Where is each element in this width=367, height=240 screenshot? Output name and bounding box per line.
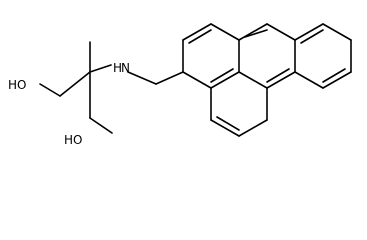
double-bond-inner [300,29,324,44]
ring-bond [294,23,324,41]
double-bond-inner [210,68,234,83]
ring-bond [238,23,268,41]
bond-ch2-pyrene [155,71,184,85]
ring-bond [322,71,352,89]
ring-bond [238,119,268,137]
bond-n-ch2 [127,71,157,85]
amine-h-label: H [113,61,122,75]
double-bond-inner [216,116,240,131]
bond-c-n [89,64,112,73]
double-bond-inner [244,29,268,38]
amine-n-label: N [121,61,130,75]
bond-ch2-quaternary-c [59,71,91,97]
ring-bond [294,71,324,89]
ring-bond [210,71,240,89]
bond-ch2-ho-bottom [89,117,113,134]
aliphatic-bonds [39,41,184,134]
molecule-diagram: HO HO H N [8,23,352,147]
bond-ho-ch2-top [39,83,61,97]
ring-bond [266,71,296,89]
ring-bond [322,23,352,41]
ring-bond [182,71,212,89]
ring-bond [266,23,296,41]
hydroxyl-label-top: HO [8,78,26,92]
double-bond-inner [188,29,212,44]
ring-bond [182,23,212,41]
ring-bond [210,23,240,41]
double-bond-inner [322,68,346,83]
ring-bond [238,71,268,89]
double-bond-inner [266,68,290,83]
structure-canvas: HO HO H N [8,23,352,147]
pyrene-bonds [182,23,352,137]
hydroxyl-label-bottom: HO [64,133,82,147]
ring-bond [210,119,240,137]
